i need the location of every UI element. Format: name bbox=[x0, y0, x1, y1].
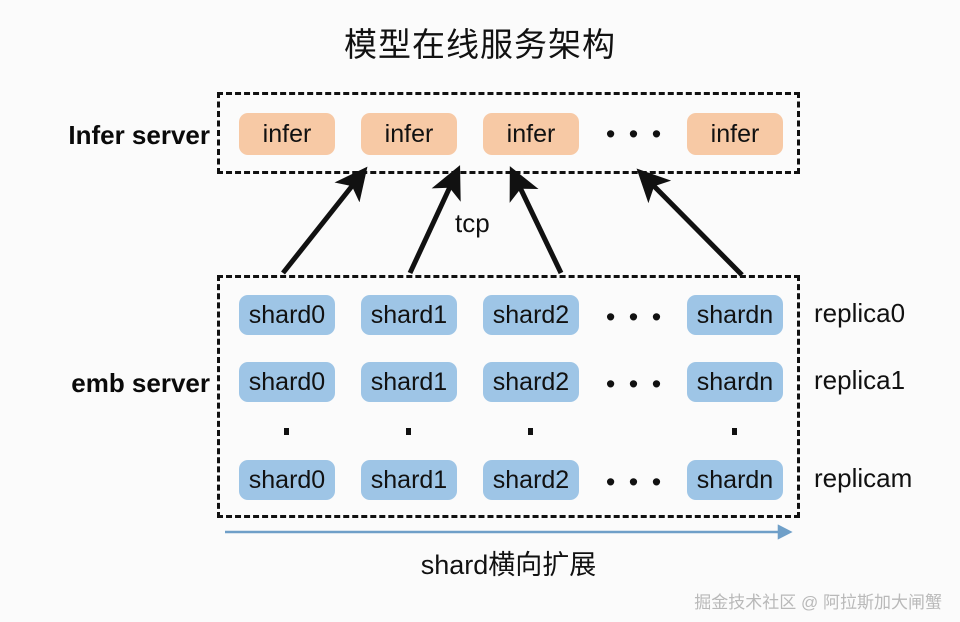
infer-node-tail[interactable]: infer bbox=[687, 113, 783, 155]
replica-label: replica1 bbox=[814, 365, 906, 395]
infer-node[interactable]: infer bbox=[361, 113, 457, 155]
infer-node[interactable]: infer bbox=[483, 113, 579, 155]
shard-node[interactable]: shard0 bbox=[239, 295, 335, 335]
scale-direction-label: shard横向扩展 bbox=[420, 550, 597, 580]
infer-server-group bbox=[217, 92, 800, 174]
tcp-arrow-1 bbox=[281, 166, 368, 275]
shard-node[interactable]: shard2 bbox=[483, 295, 579, 335]
page-title: 模型在线服务架构 bbox=[344, 26, 616, 63]
tcp-link-label: tcp bbox=[455, 208, 490, 238]
infer-node[interactable]: infer bbox=[239, 113, 335, 155]
infer-row-ellipsis: • • • bbox=[605, 118, 665, 149]
emb-row-ellipsis: • • • bbox=[605, 466, 665, 497]
replica-label: replicam bbox=[814, 463, 913, 493]
shard-node-tail[interactable]: shardn bbox=[687, 460, 783, 500]
shard-node[interactable]: shard2 bbox=[483, 362, 579, 402]
watermark: 掘金技术社区 @ 阿拉斯加大闸蟹 bbox=[694, 593, 942, 612]
shard-node[interactable]: shard0 bbox=[239, 362, 335, 402]
vertical-ellipsis-dot bbox=[284, 428, 289, 435]
tcp-arrow-4 bbox=[636, 168, 744, 277]
shard-node-tail[interactable]: shardn bbox=[687, 295, 783, 335]
emb-server-label: emb server bbox=[71, 368, 210, 398]
vertical-ellipsis-dot bbox=[732, 428, 737, 435]
vertical-ellipsis-dot bbox=[528, 428, 533, 435]
shard-node[interactable]: shard1 bbox=[361, 460, 457, 500]
shard-node[interactable]: shard1 bbox=[361, 362, 457, 402]
emb-server-group bbox=[217, 275, 800, 518]
vertical-ellipsis-dot bbox=[406, 428, 411, 435]
tcp-arrow-2 bbox=[407, 165, 461, 275]
emb-row-ellipsis: • • • bbox=[605, 368, 665, 399]
tcp-arrow-3 bbox=[509, 166, 564, 275]
shard-node[interactable]: shard0 bbox=[239, 460, 335, 500]
shard-node[interactable]: shard2 bbox=[483, 460, 579, 500]
emb-row-ellipsis: • • • bbox=[605, 301, 665, 332]
shard-node-tail[interactable]: shardn bbox=[687, 362, 783, 402]
shard-node[interactable]: shard1 bbox=[361, 295, 457, 335]
replica-label: replica0 bbox=[814, 298, 906, 328]
infer-server-label: Infer server bbox=[68, 120, 210, 150]
